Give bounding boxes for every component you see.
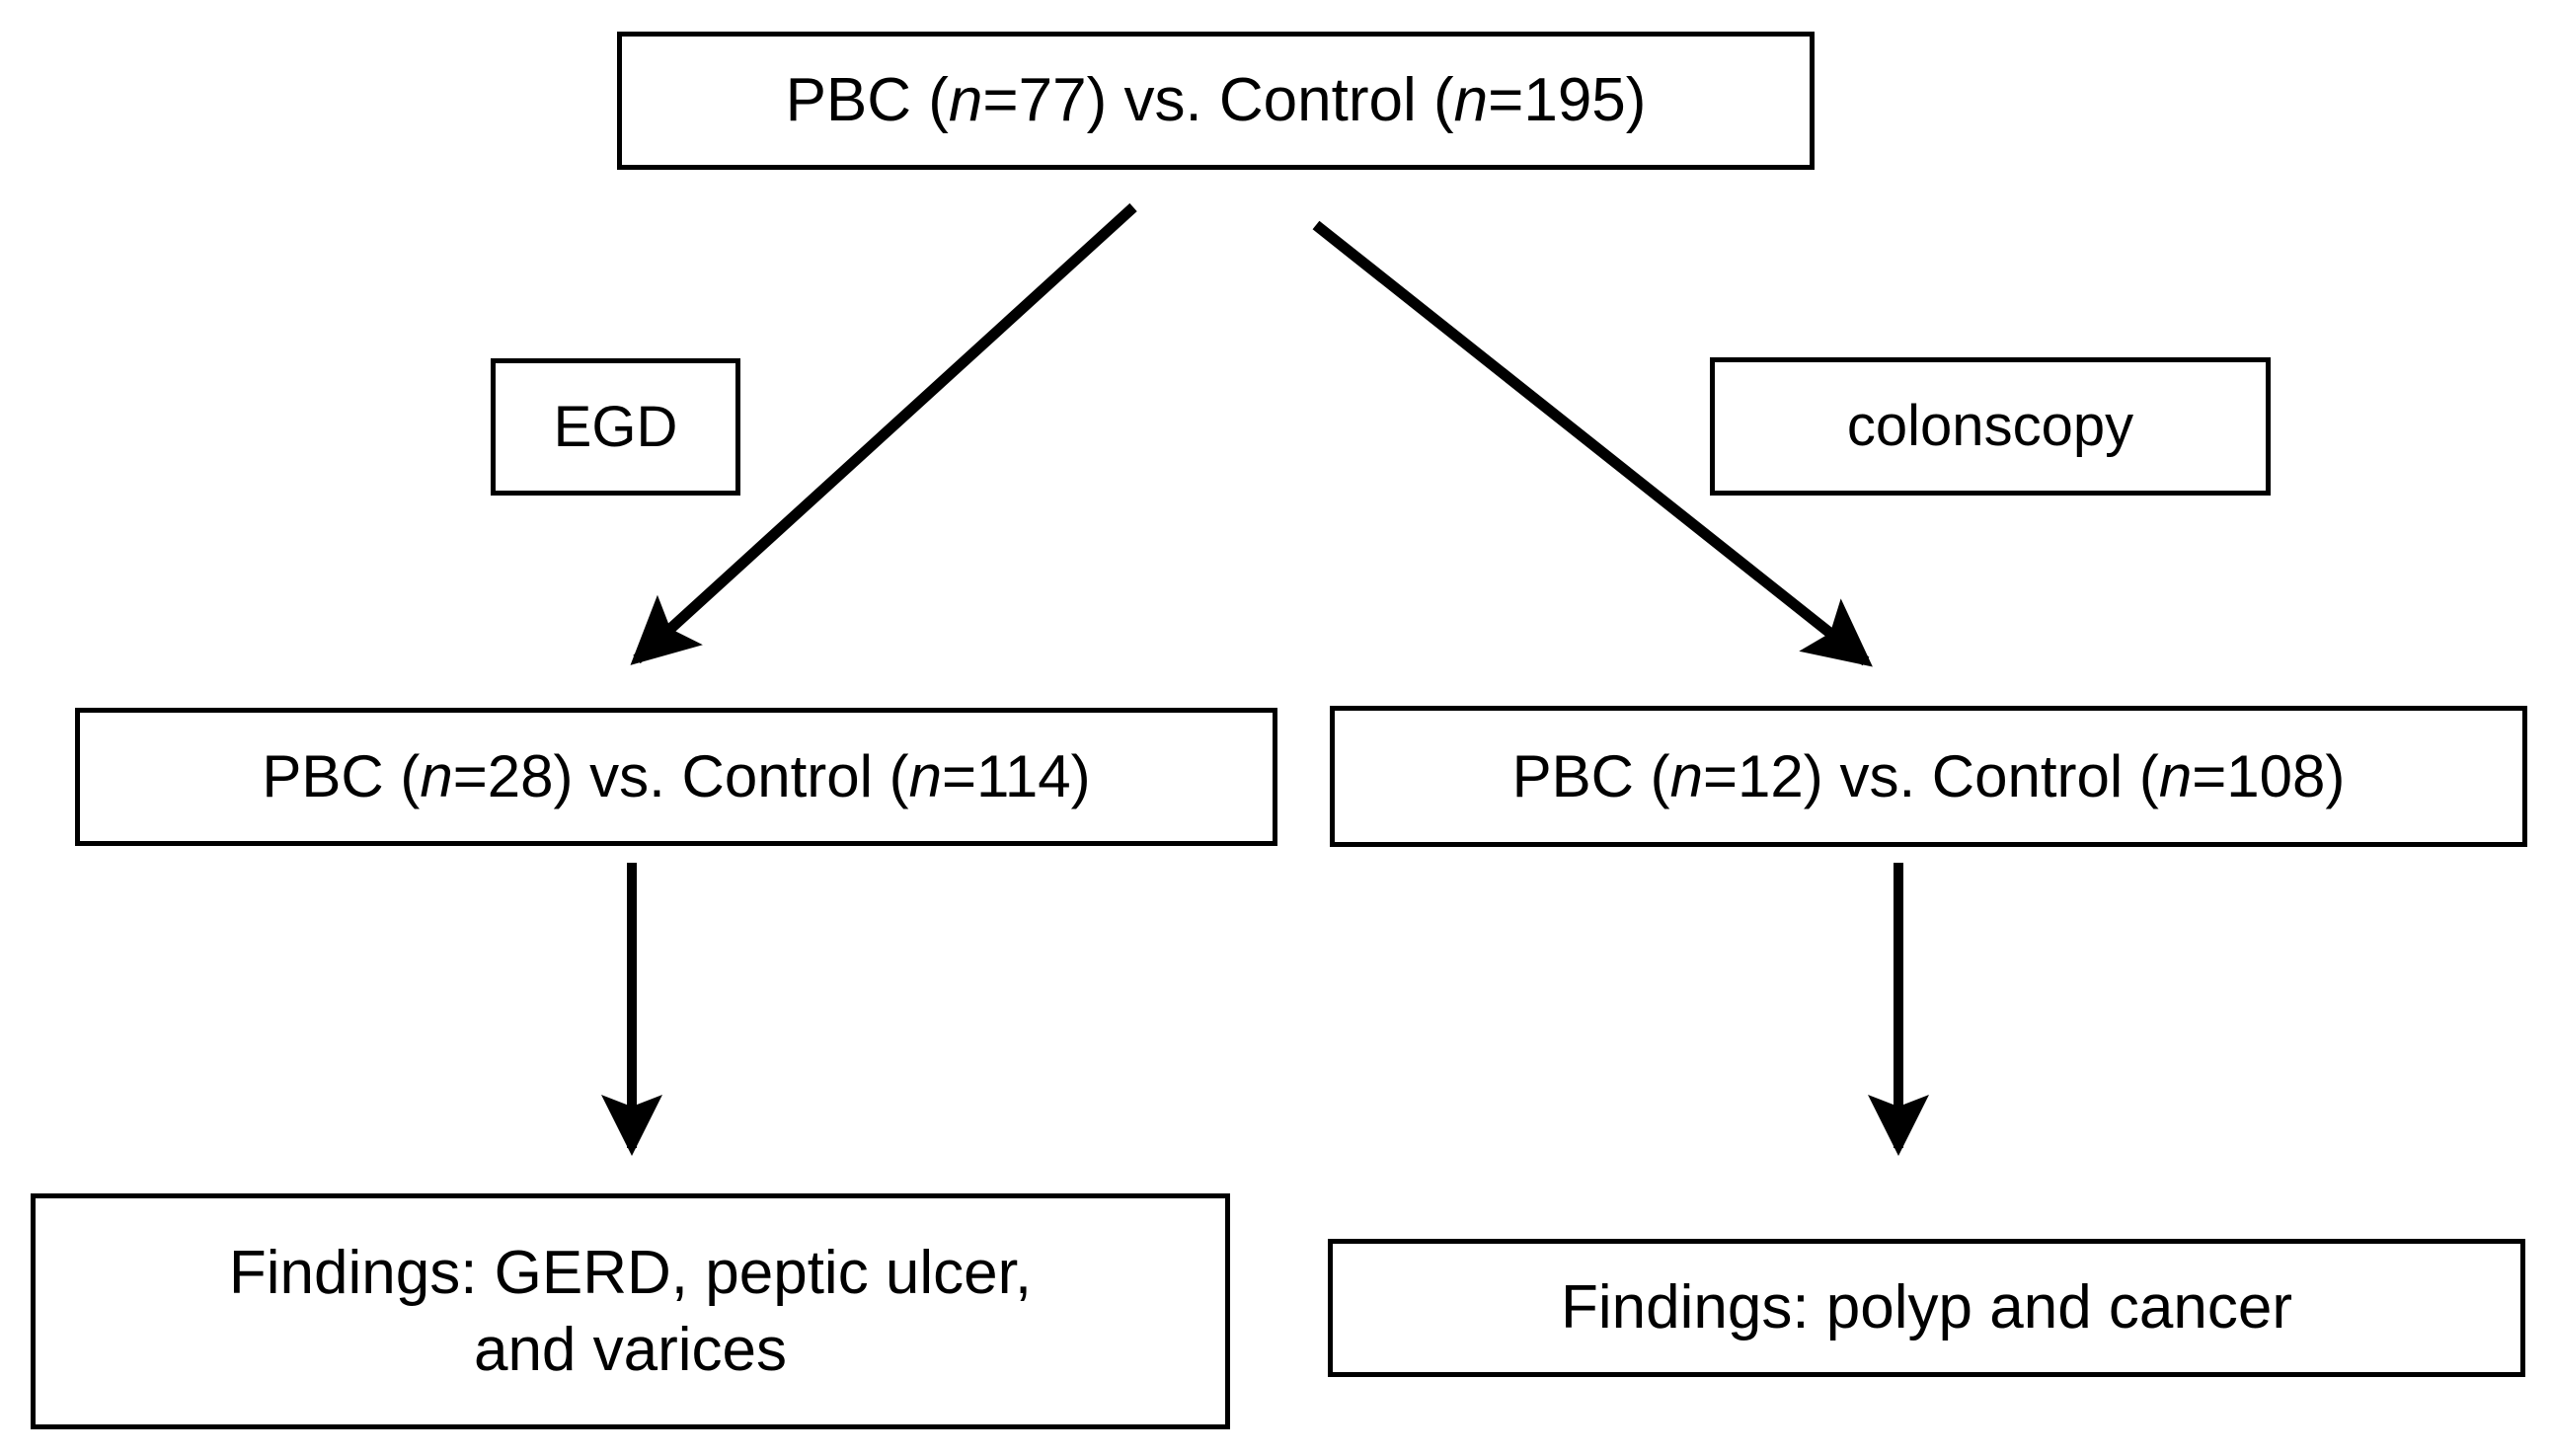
node-colonoscopy-procedure-label[interactable]: colonscopy (1710, 357, 2271, 496)
node-egd-findings-label: Findings: GERD, peptic ulcer, and varice… (228, 1239, 1033, 1384)
node-colonoscopy-label: colonscopy (1846, 394, 2134, 459)
node-root-label: PBC (n=77) vs. Control (n=195) (785, 66, 1647, 135)
node-egd-label: EGD (553, 394, 678, 459)
node-colonoscopy-cohort-label: PBC (n=12) vs. Control (n=108) (1511, 742, 2346, 809)
node-egd-cohort[interactable]: PBC (n=28) vs. Control (n=114) (75, 708, 1277, 846)
node-egd-cohort-label: PBC (n=28) vs. Control (n=114) (262, 743, 1091, 810)
node-colonoscopy-cohort[interactable]: PBC (n=12) vs. Control (n=108) (1330, 706, 2527, 847)
node-egd-findings[interactable]: Findings: GERD, peptic ulcer, and varice… (31, 1193, 1230, 1429)
node-colonoscopy-findings-label: Findings: polyp and cancer (1560, 1273, 2292, 1342)
node-colonoscopy-findings[interactable]: Findings: polyp and cancer (1328, 1239, 2525, 1377)
node-egd-procedure-label[interactable]: EGD (491, 358, 740, 496)
node-root-cohort[interactable]: PBC (n=77) vs. Control (n=195) (617, 32, 1815, 170)
